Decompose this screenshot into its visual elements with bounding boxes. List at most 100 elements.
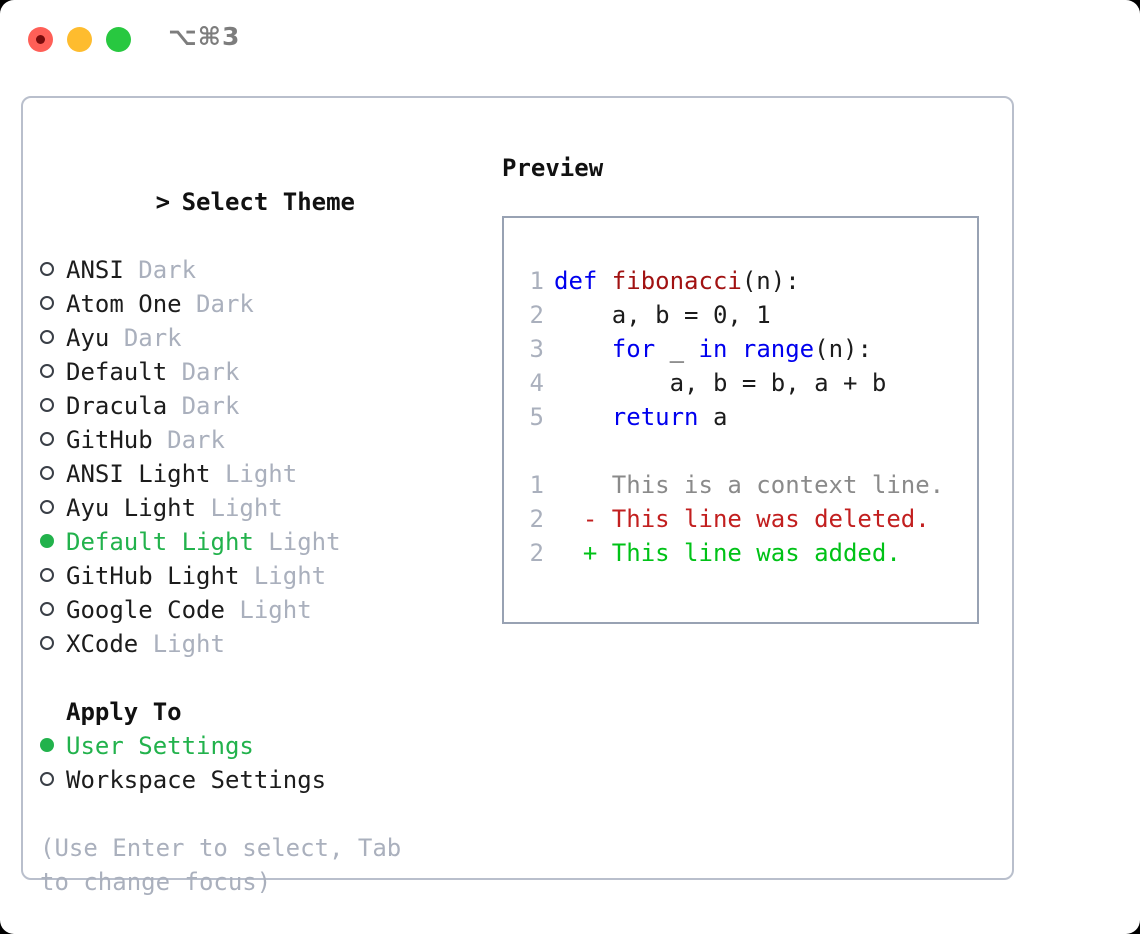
code-token: range: [741, 335, 815, 363]
zoom-button[interactable]: [106, 27, 131, 52]
theme-list-item[interactable]: ANSI Light Light: [40, 457, 490, 491]
code-token: fibonacci: [611, 267, 742, 295]
radio-unselected-icon[interactable]: [40, 287, 66, 321]
theme-list-item[interactable]: Google Code Light: [40, 593, 490, 627]
apply-to-option[interactable]: Workspace Settings: [40, 763, 490, 797]
diff-line: 1 This is a context line.: [504, 468, 977, 502]
keyboard-hint: (Use Enter to select, Tab to change focu…: [40, 834, 402, 896]
diff-marker: +: [554, 539, 612, 567]
radio-dot: [40, 296, 54, 310]
diff-text: This is a context line.: [611, 471, 945, 499]
code-diff-separator: [504, 434, 977, 468]
apply-to-option[interactable]: User Settings: [40, 729, 490, 763]
theme-list-item[interactable]: ANSI Dark: [40, 253, 490, 287]
radio-unselected-icon[interactable]: [40, 423, 66, 457]
theme-variant-tag: Dark: [123, 324, 182, 352]
theme-picker-header-label: Select Theme: [181, 188, 355, 216]
theme-variant-tag: Dark: [167, 426, 225, 454]
radio-dot: [40, 500, 54, 514]
theme-list-item[interactable]: Default Dark: [40, 355, 490, 389]
theme-list-item[interactable]: Dracula Dark: [40, 389, 490, 423]
theme-name-tag-gap: [196, 494, 210, 522]
theme-variant-tag: Dark: [196, 290, 254, 318]
radio-unselected-icon[interactable]: [40, 593, 66, 627]
minimize-button[interactable]: [67, 27, 92, 52]
radio-unselected-icon[interactable]: [40, 491, 66, 525]
code-token: a: [698, 403, 728, 431]
code-token: _: [655, 335, 699, 363]
theme-list-item[interactable]: GitHub Dark: [40, 423, 490, 457]
theme-name-tag-gap: [153, 426, 167, 454]
code-line-number: 5: [529, 403, 544, 431]
theme-variant-tag: Light: [268, 528, 341, 556]
theme-list-item[interactable]: GitHub Light Light: [40, 559, 490, 593]
theme-list-item[interactable]: Ayu Light Light: [40, 491, 490, 525]
theme-name: Default: [66, 358, 168, 386]
diff-line: 2 - This line was deleted.: [504, 502, 977, 536]
radio-dot: [40, 262, 54, 276]
code-token: for: [611, 335, 656, 363]
theme-name-tag-gap: [138, 630, 152, 658]
close-button[interactable]: [28, 27, 53, 52]
radio-dot: [40, 568, 54, 582]
theme-name: ANSI Light: [66, 460, 211, 488]
radio-unselected-icon[interactable]: [40, 559, 66, 593]
theme-variant-tag: Light: [224, 460, 298, 488]
radio-selected-icon[interactable]: [40, 729, 66, 763]
radio-dot: [40, 364, 54, 378]
radio-dot: [40, 602, 54, 616]
traffic-lights: [28, 27, 131, 52]
theme-name: Default Light: [66, 528, 254, 556]
theme-list-item[interactable]: Atom One Dark: [40, 287, 490, 321]
theme-variant-tag: Dark: [181, 358, 240, 386]
code-token: return: [611, 403, 699, 431]
theme-list-item[interactable]: Ayu Dark: [40, 321, 490, 355]
radio-dot: [40, 738, 54, 752]
theme-name: Ayu: [66, 324, 110, 352]
radio-unselected-icon[interactable]: [40, 253, 66, 287]
diff-marker: [554, 471, 612, 499]
diff-text: This line was added.: [611, 539, 901, 567]
theme-list-item[interactable]: Default Light Light: [40, 525, 490, 559]
diff-line: 2 + This line was added.: [504, 536, 977, 570]
theme-name: Dracula: [66, 392, 168, 420]
theme-variant-tag: Light: [253, 562, 327, 590]
list-spacer: [40, 661, 490, 695]
theme-name-tag-gap: [167, 358, 181, 386]
code-line: 5 return a: [504, 400, 977, 434]
apply-to-label: Workspace Settings: [66, 766, 327, 794]
header-caret: >: [155, 188, 171, 216]
radio-unselected-icon[interactable]: [40, 389, 66, 423]
theme-name-tag-gap: [124, 256, 138, 284]
theme-picker-header: > Select Theme: [40, 151, 490, 253]
theme-list-item[interactable]: XCode Light: [40, 627, 490, 661]
title-bar: ⌥⌘3: [0, 0, 1140, 78]
code-token: def: [554, 267, 612, 295]
radio-unselected-icon[interactable]: [40, 355, 66, 389]
code-line-number: 1: [529, 267, 544, 295]
theme-name-tag-gap: [239, 562, 253, 590]
diff-line-number: 1: [529, 471, 544, 499]
radio-unselected-icon[interactable]: [40, 321, 66, 355]
radio-unselected-icon[interactable]: [40, 763, 66, 797]
code-token: (n):: [741, 267, 800, 295]
theme-name: GitHub Light: [66, 562, 240, 590]
code-token: in: [698, 335, 728, 363]
diff-line-number: 2: [529, 505, 544, 533]
radio-dot: [40, 398, 54, 412]
diff-sample: 1 This is a context line.2 - This line w…: [504, 468, 977, 570]
theme-name-tag-gap: [254, 528, 268, 556]
radio-dot: [40, 534, 54, 548]
code-token: a, b = 0, 1: [554, 301, 771, 329]
radio-unselected-icon[interactable]: [40, 457, 66, 491]
radio-unselected-icon[interactable]: [40, 627, 66, 661]
theme-name: Google Code: [66, 596, 225, 624]
radio-dot: [40, 772, 54, 786]
apply-to-header: Apply To: [66, 698, 182, 726]
radio-selected-icon[interactable]: [40, 525, 66, 559]
code-token: [727, 335, 741, 363]
preview-title: Preview: [502, 154, 604, 182]
